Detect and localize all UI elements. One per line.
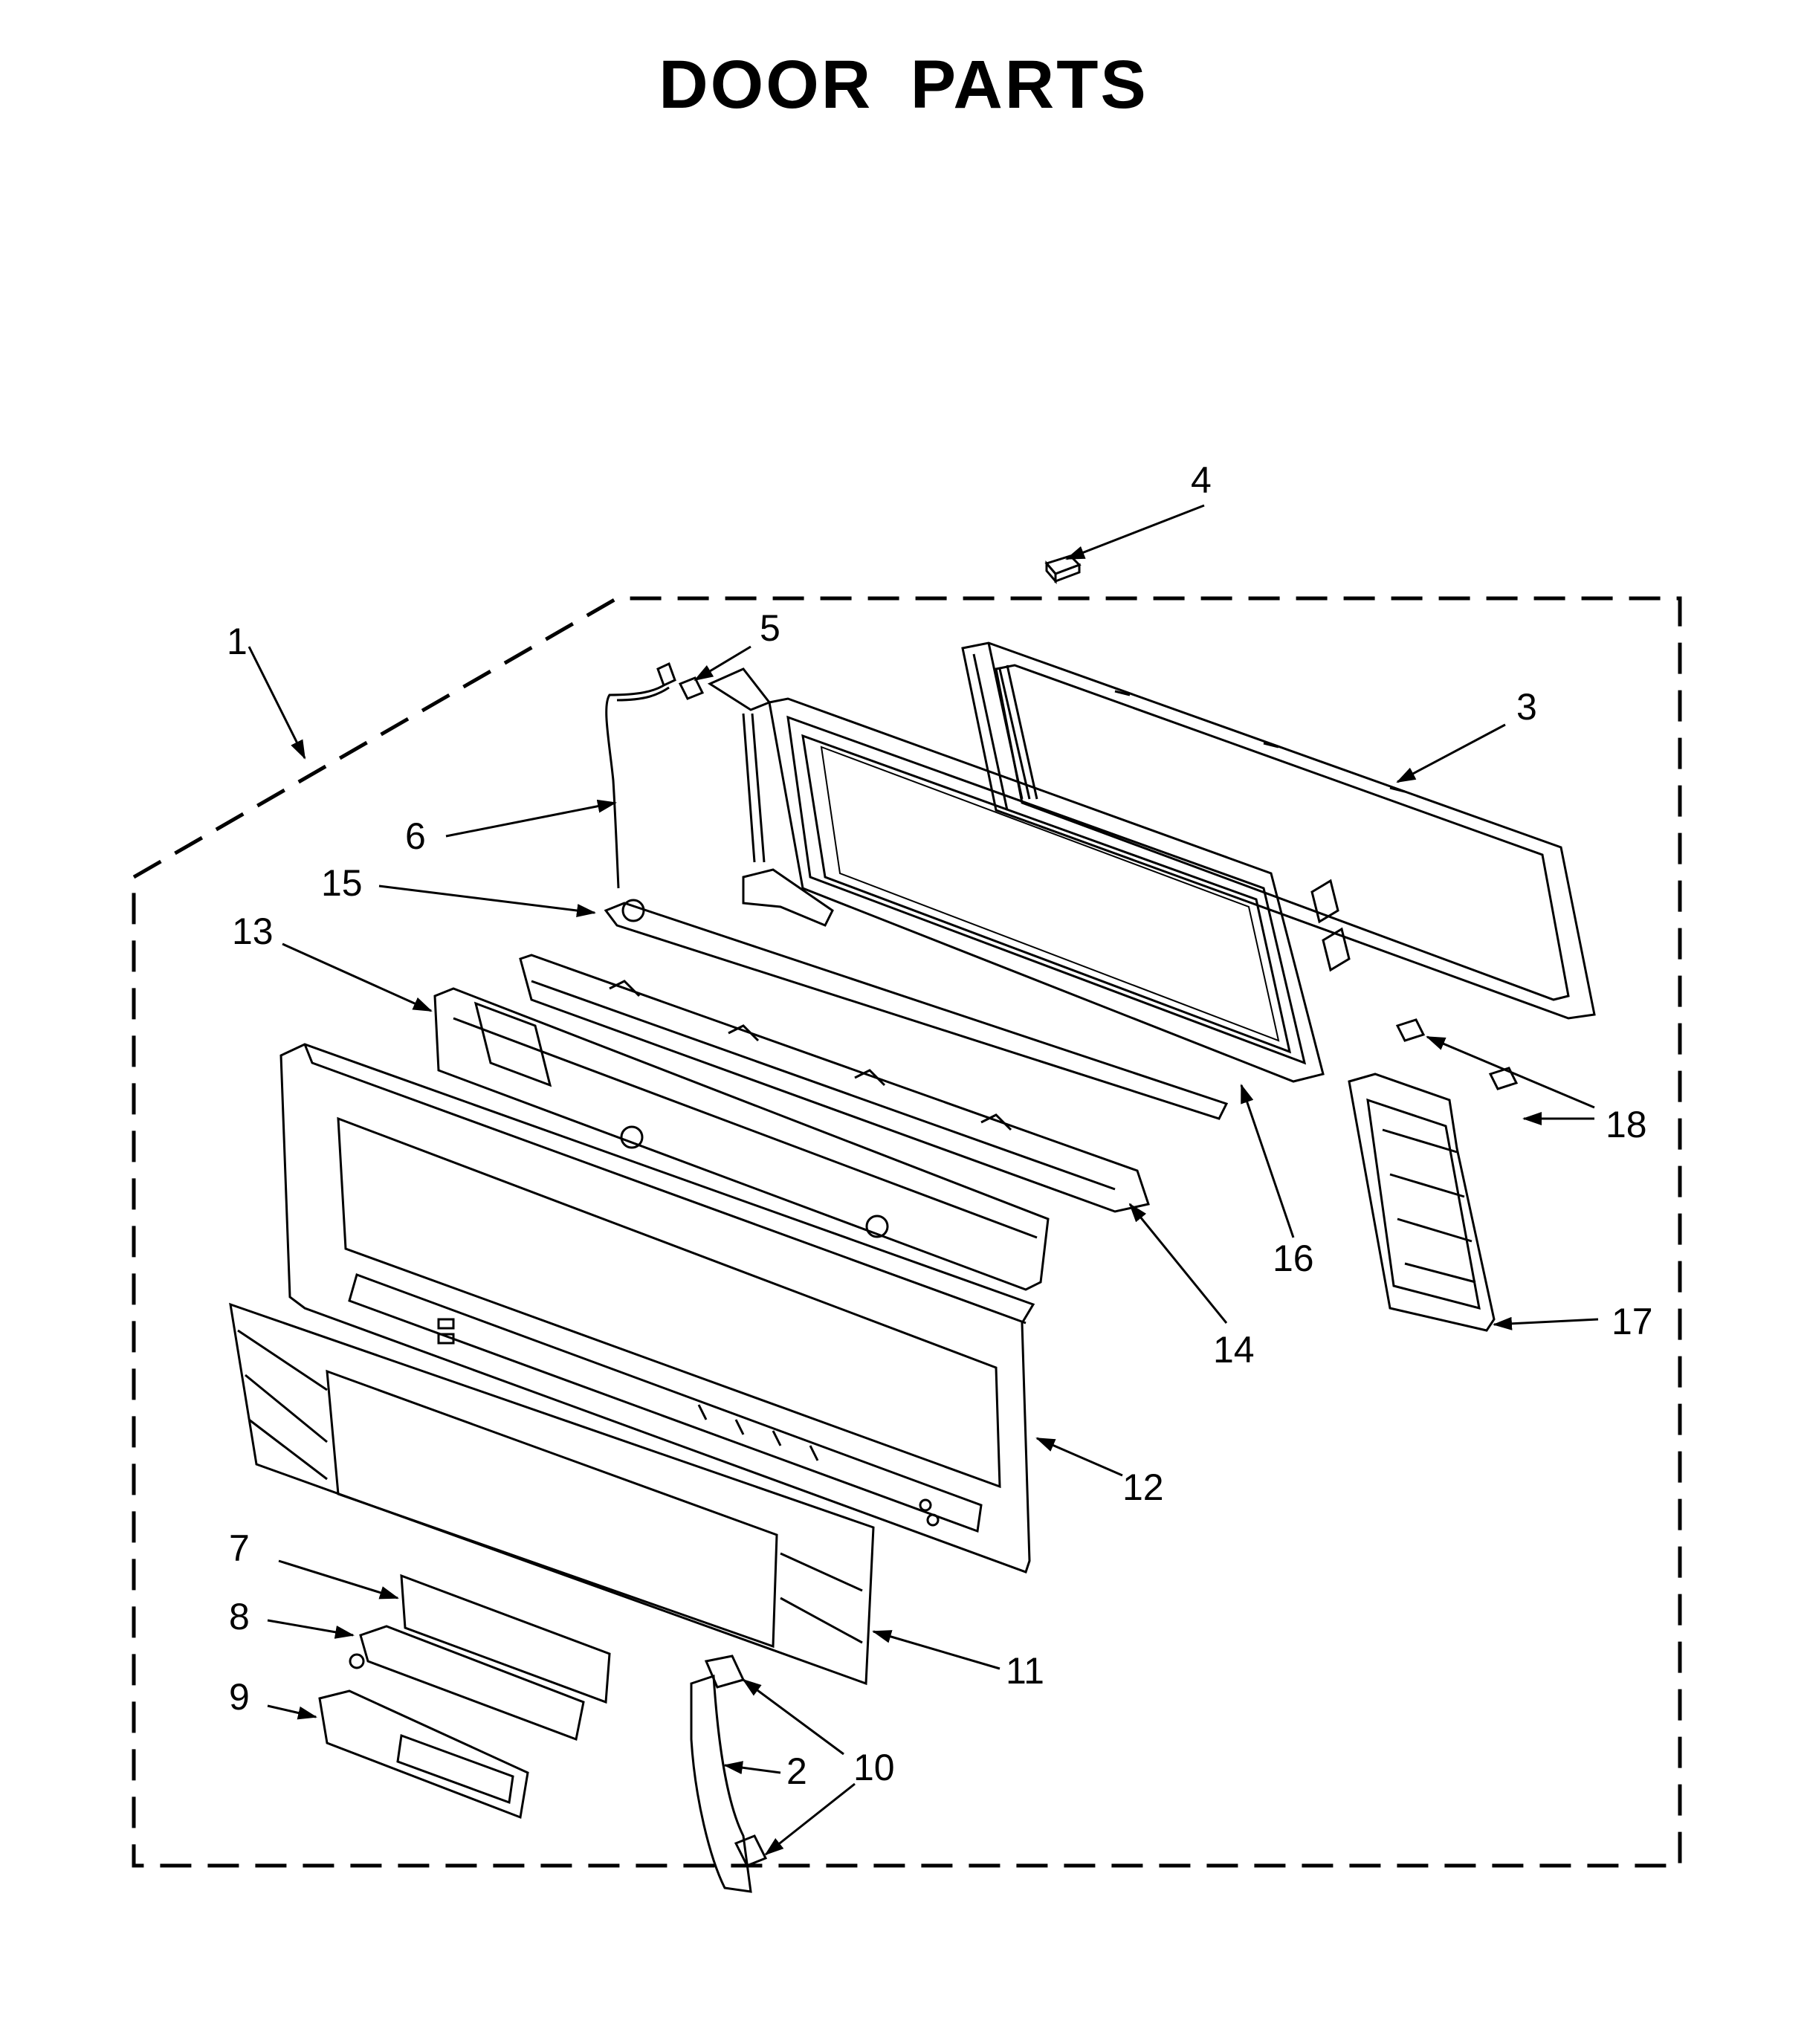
callout-3: 3 (1516, 686, 1537, 728)
callout-10: 10 (853, 1747, 895, 1788)
callout-2: 2 (786, 1750, 807, 1792)
leader-8 (267, 1619, 355, 1639)
part-13-rail (433, 987, 1050, 1291)
leader-13 (282, 942, 433, 1012)
callout-labels: 4 5 1 3 6 15 13 18 16 17 14 12 7 8 11 9 … (227, 459, 1653, 1792)
callout-9: 9 (229, 1676, 250, 1718)
leader-17 (1493, 1316, 1599, 1330)
leader-16 (1240, 1084, 1295, 1238)
leader-9 (267, 1704, 317, 1720)
leader-lines (248, 504, 1599, 1856)
leader-10a (742, 1678, 844, 1756)
part-5-clip (678, 676, 705, 700)
leader-11 (872, 1630, 1001, 1670)
callout-17: 17 (1612, 1301, 1653, 1342)
callout-14: 14 (1213, 1329, 1255, 1371)
callout-12: 12 (1122, 1466, 1164, 1508)
assembly-boundary (132, 596, 1682, 1868)
part-9-control-board (318, 1689, 529, 1820)
part-4-cap (1044, 554, 1082, 585)
callout-1: 1 (227, 621, 248, 662)
leader-3 (1396, 723, 1506, 783)
callout-5: 5 (760, 607, 780, 649)
callout-18: 18 (1606, 1104, 1647, 1145)
callout-16: 16 (1273, 1238, 1314, 1279)
callout-4: 4 (1191, 459, 1212, 501)
part-7-membrane (400, 1574, 611, 1704)
leader-10b (764, 1782, 856, 1856)
part-15-hinge-bar (604, 899, 1229, 1120)
callout-13: 13 (232, 911, 274, 952)
leader-6 (445, 799, 617, 838)
page-title: DOOR PARTS (659, 47, 1148, 123)
leader-15 (378, 884, 596, 917)
leader-18a (1426, 1035, 1595, 1109)
part-17-side-bracket (1348, 1073, 1496, 1332)
leader-1 (248, 646, 306, 760)
callout-6: 6 (405, 815, 426, 857)
part-11-glass (229, 1302, 875, 1686)
callout-7: 7 (229, 1527, 250, 1569)
callout-8: 8 (229, 1596, 250, 1637)
part-6-wire (605, 662, 676, 889)
leader-4 (1065, 504, 1205, 560)
leader-5 (694, 645, 751, 682)
leader-14 (1128, 1203, 1228, 1324)
part-2-handle (690, 1655, 768, 1893)
part-16-door-frame (707, 667, 1325, 1083)
leader-2 (723, 1761, 781, 1775)
part-18-plates (1395, 1018, 1519, 1090)
leader-7 (278, 1559, 399, 1600)
callout-15: 15 (321, 862, 363, 904)
part-8-bracket (349, 1625, 585, 1741)
leader-12 (1035, 1437, 1123, 1477)
part-12-door-panel (279, 1043, 1035, 1574)
part-3-inner-frame (961, 641, 1596, 1020)
part-14-bracket (519, 954, 1150, 1213)
callout-11: 11 (1006, 1650, 1044, 1692)
